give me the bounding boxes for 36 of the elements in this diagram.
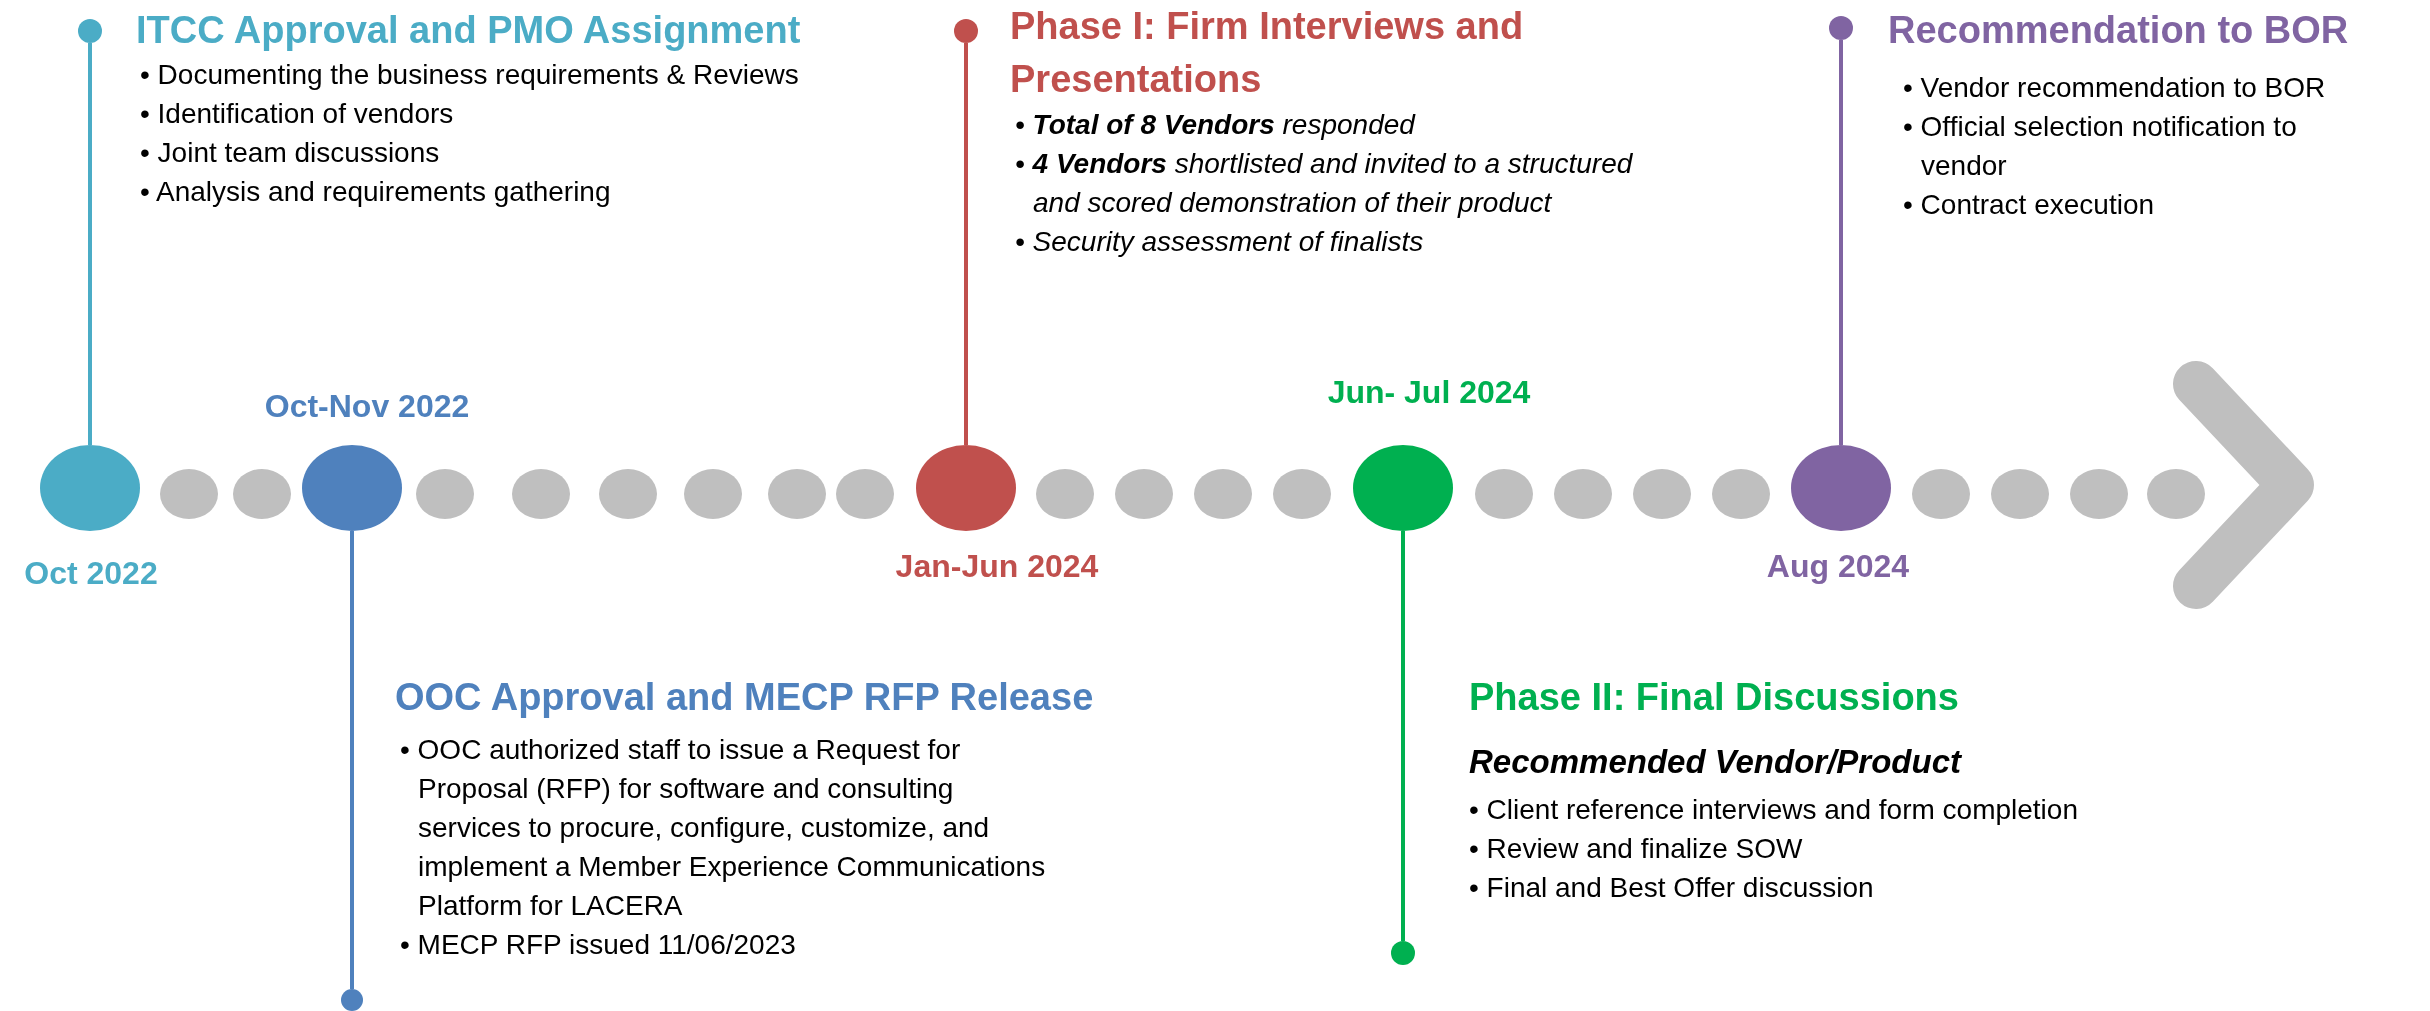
bullet-item: • Analysis and requirements gathering [140,175,612,209]
connector-line [1839,40,1843,445]
date-label: Jan-Jun 2024 [895,547,1099,586]
connector-line [88,43,92,445]
timeline-endpoint-dot [1829,16,1853,40]
bullet-item: • Review and finalize SOW [1469,832,1804,866]
bullet-item: • Client reference interviews and form completion [1469,793,2079,827]
bullet-item: • Contract execution [1903,188,2156,222]
subheading: Recommended Vendor/Product [1469,742,1963,782]
timeline-endpoint-dot [341,989,363,1011]
timeline-endpoint-dot [954,19,978,43]
timeline-endpoint-dot [78,19,102,43]
bullet-item: • Total of 8 Vendors responded [1015,108,1417,142]
connector-line [1401,531,1405,941]
bullet-item: • Final and Best Offer discussion [1469,871,1875,905]
bullet-item: • Identification of vendors [140,97,455,131]
bullet-item: • Joint team discussions [140,136,441,170]
milestone-heading: ITCC Approval and PMO Assignment [136,8,802,53]
milestone-heading: Recommendation to BOR [1888,8,2350,53]
milestone-heading: Phase II: Final Discussions [1469,675,1960,720]
bullet-item: • Documenting the business requirements & Reviews [140,58,800,92]
date-label: Jun- Jul 2024 [1327,373,1531,412]
milestone-heading: OOC Approval and MECP RFP Release [395,675,1095,720]
bullet-item: • OOC authorized staff to issue a Request for Proposal (RFP) for software and consulting services to procure, configure, customize, and implement a Member Experience Communications Platform for LACERA [400,733,1047,923]
milestone-heading: Phase I: Firm Interviews and Presentations [1010,4,1525,102]
connector-line [964,43,968,445]
connector-line [350,531,354,989]
bullet-item: • MECP RFP issued 11/06/2023 [400,928,797,962]
bullet-item: • 4 Vendors shortlisted and invited to a structured and scored demonstration of their product [1015,147,1634,220]
date-label: Oct 2022 [24,554,158,593]
bullet-item: • Vendor recommendation to BOR [1903,71,2327,105]
date-label: Oct-Nov 2022 [264,387,470,426]
bullet-item: • Official selection notification to vendor [1903,110,2298,183]
bullet-item: • Security assessment of finalists [1015,225,1425,259]
timeline-endpoint-dot [1391,941,1415,965]
date-label: Aug 2024 [1766,547,1910,586]
